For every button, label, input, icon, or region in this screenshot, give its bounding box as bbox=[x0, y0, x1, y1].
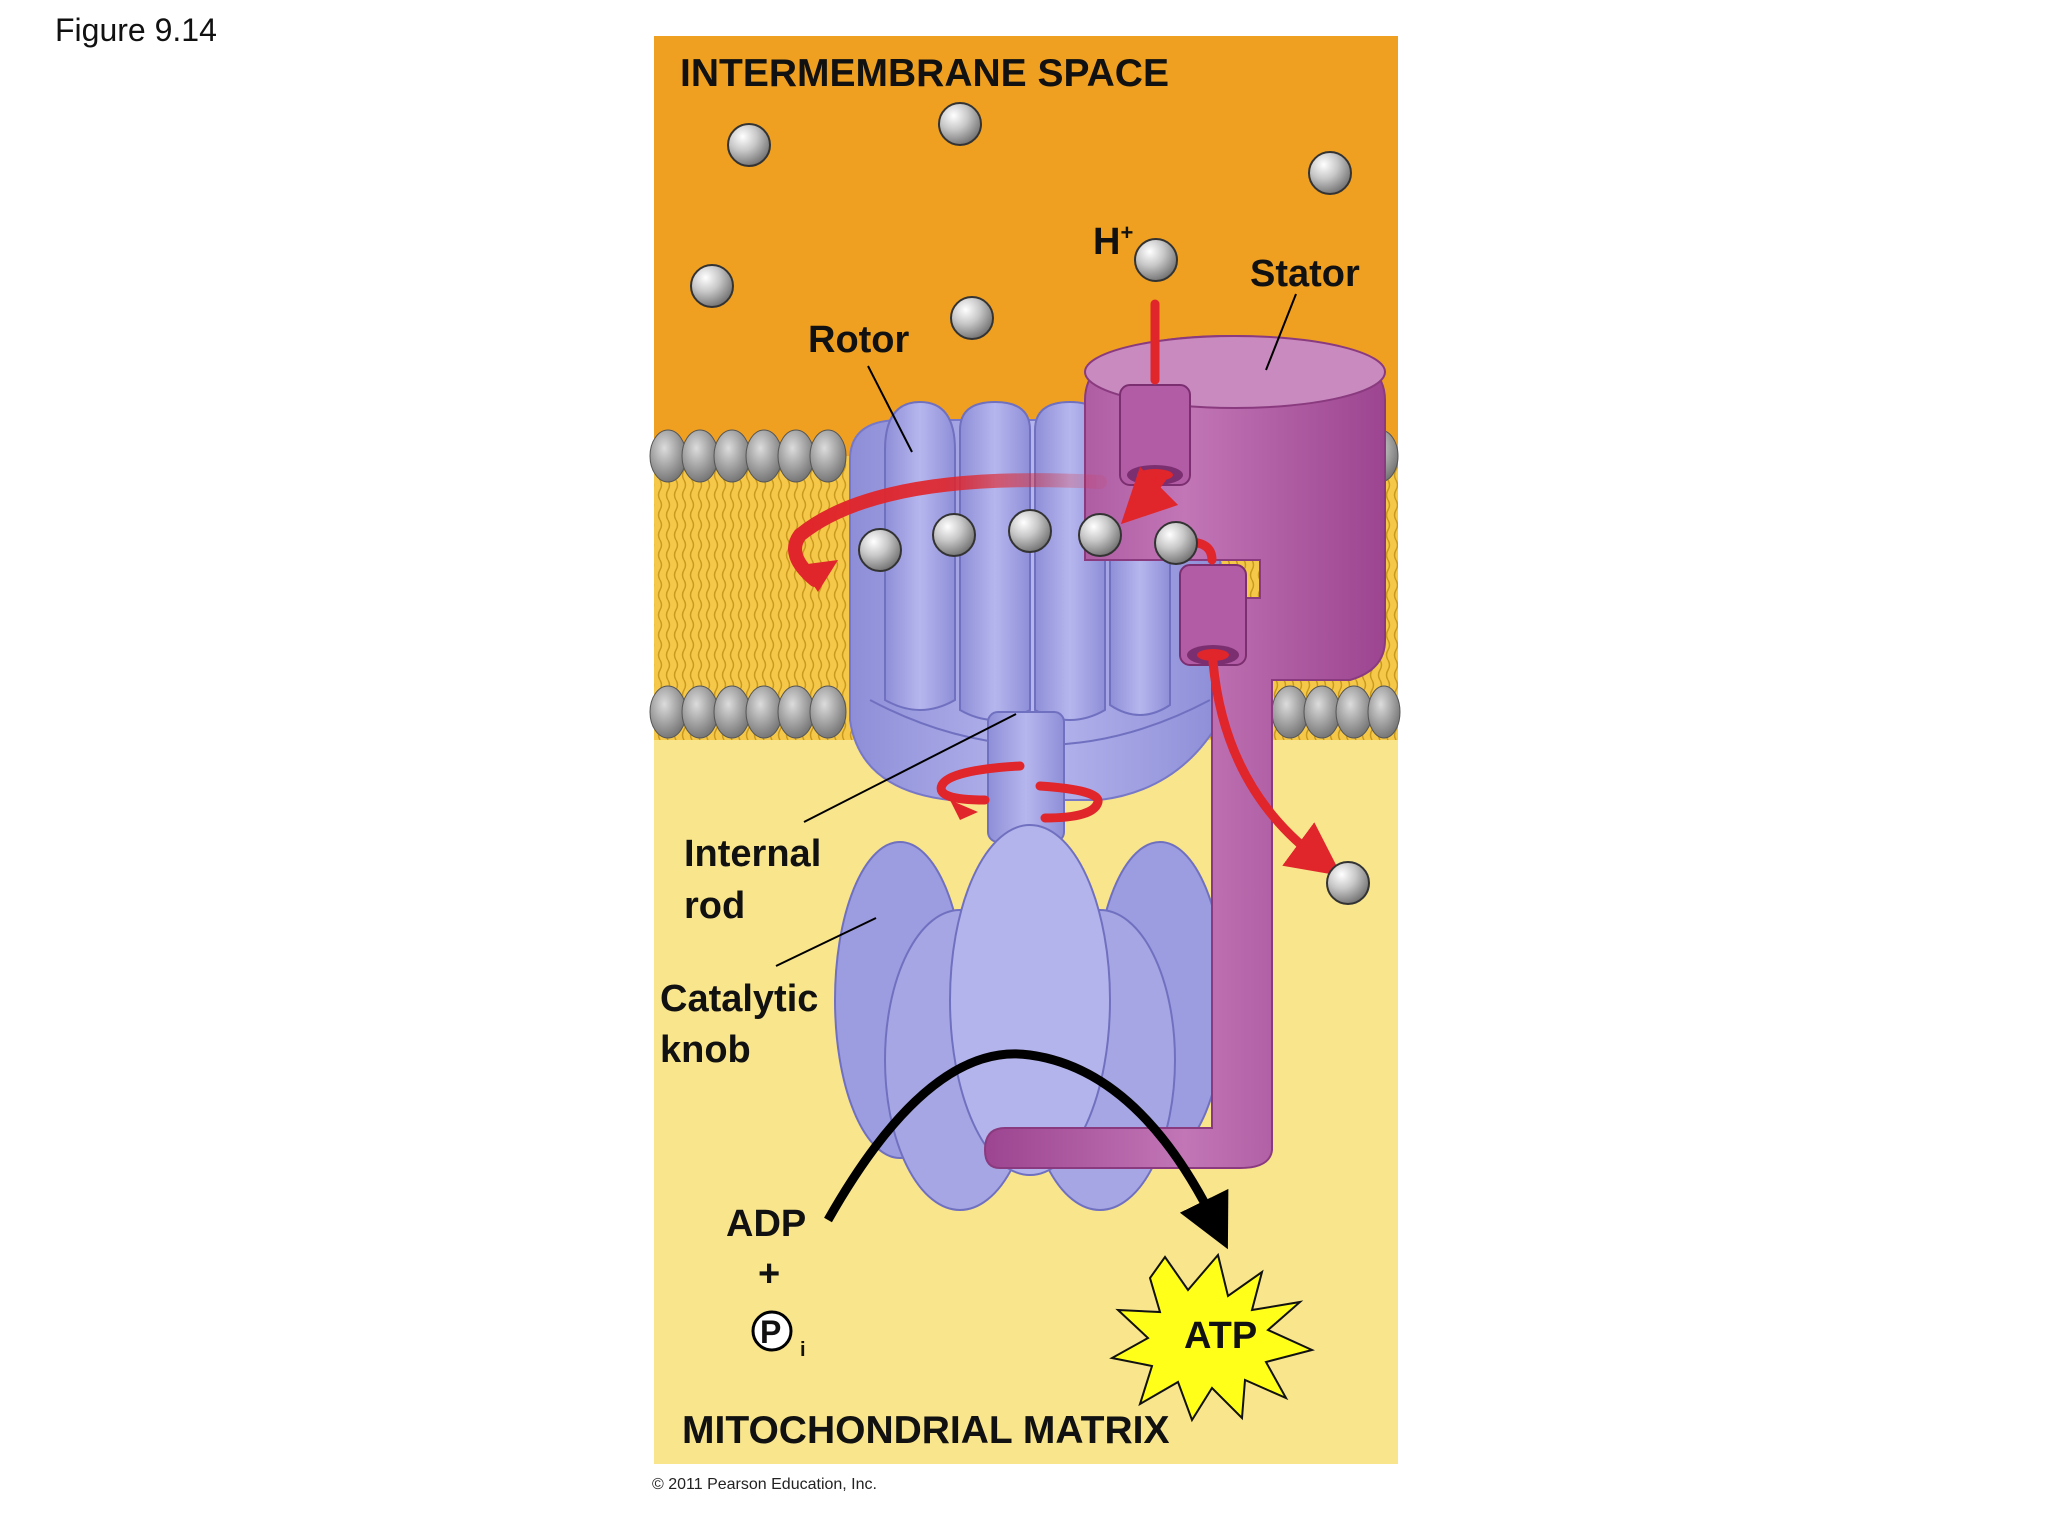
hydrogen-ion-sphere bbox=[727, 123, 771, 167]
figure-label: Figure 9.14 bbox=[55, 12, 217, 48]
hydrogen-ion-sphere bbox=[1078, 513, 1122, 557]
rotor-label: Rotor bbox=[808, 319, 910, 361]
hydrogen-ion-sphere bbox=[858, 528, 902, 572]
rotor-rotation-arrow bbox=[788, 473, 1107, 587]
hydrogen-ion-sphere bbox=[1134, 238, 1178, 282]
stator-label: Stator bbox=[1250, 253, 1360, 295]
rotation-arrows bbox=[788, 299, 1342, 877]
region-label-matrix: MITOCHONDRIAL MATRIX bbox=[682, 1409, 1169, 1452]
hydrogen-ion-sphere bbox=[938, 102, 982, 146]
hydrogen-ion-sphere bbox=[1154, 521, 1198, 565]
adp-label: ADP bbox=[726, 1203, 806, 1245]
proton-exit-arrow bbox=[1208, 657, 1342, 877]
plus-label: + bbox=[758, 1253, 780, 1295]
h-plus-label: H+ bbox=[1093, 220, 1133, 263]
atp-starburst-icon bbox=[1109, 1252, 1315, 1423]
synthesis-arrow bbox=[824, 1049, 1229, 1250]
hydrogen-ion-sphere bbox=[1008, 509, 1052, 553]
hydrogen-ion-sphere bbox=[932, 513, 976, 557]
phosphate-subscript: i bbox=[800, 1339, 806, 1361]
hydrogen-ion-sphere bbox=[1308, 151, 1352, 195]
proton-half-channel-lower bbox=[1179, 564, 1247, 666]
lower-lipid-heads bbox=[649, 685, 1401, 739]
proton-into-channel-arrow bbox=[1120, 466, 1179, 525]
rod-rotation-arrow bbox=[936, 761, 1103, 823]
hydrogen-ion-sphere bbox=[950, 296, 994, 340]
region-label-intermembrane: INTERMEMBRANE SPACE bbox=[680, 52, 1169, 95]
catalytic-knob-label: Catalytic knob bbox=[660, 978, 829, 1071]
internal-rod bbox=[987, 711, 1065, 843]
phosphate-circle-icon bbox=[751, 1310, 793, 1352]
internal-rod-label: Internal rod bbox=[684, 833, 832, 927]
phosphate-letter: P bbox=[760, 1314, 781, 1350]
atp-label: ATP bbox=[1184, 1315, 1257, 1357]
hydrogen-ion-sphere bbox=[690, 264, 734, 308]
hydrogen-ions bbox=[690, 102, 1370, 905]
hydrogen-ion-sphere bbox=[1326, 861, 1370, 905]
copyright-notice: © 2011 Pearson Education, Inc. bbox=[652, 1476, 877, 1493]
proton-half-channel-upper bbox=[1119, 384, 1191, 486]
leader-lines bbox=[775, 293, 1297, 967]
